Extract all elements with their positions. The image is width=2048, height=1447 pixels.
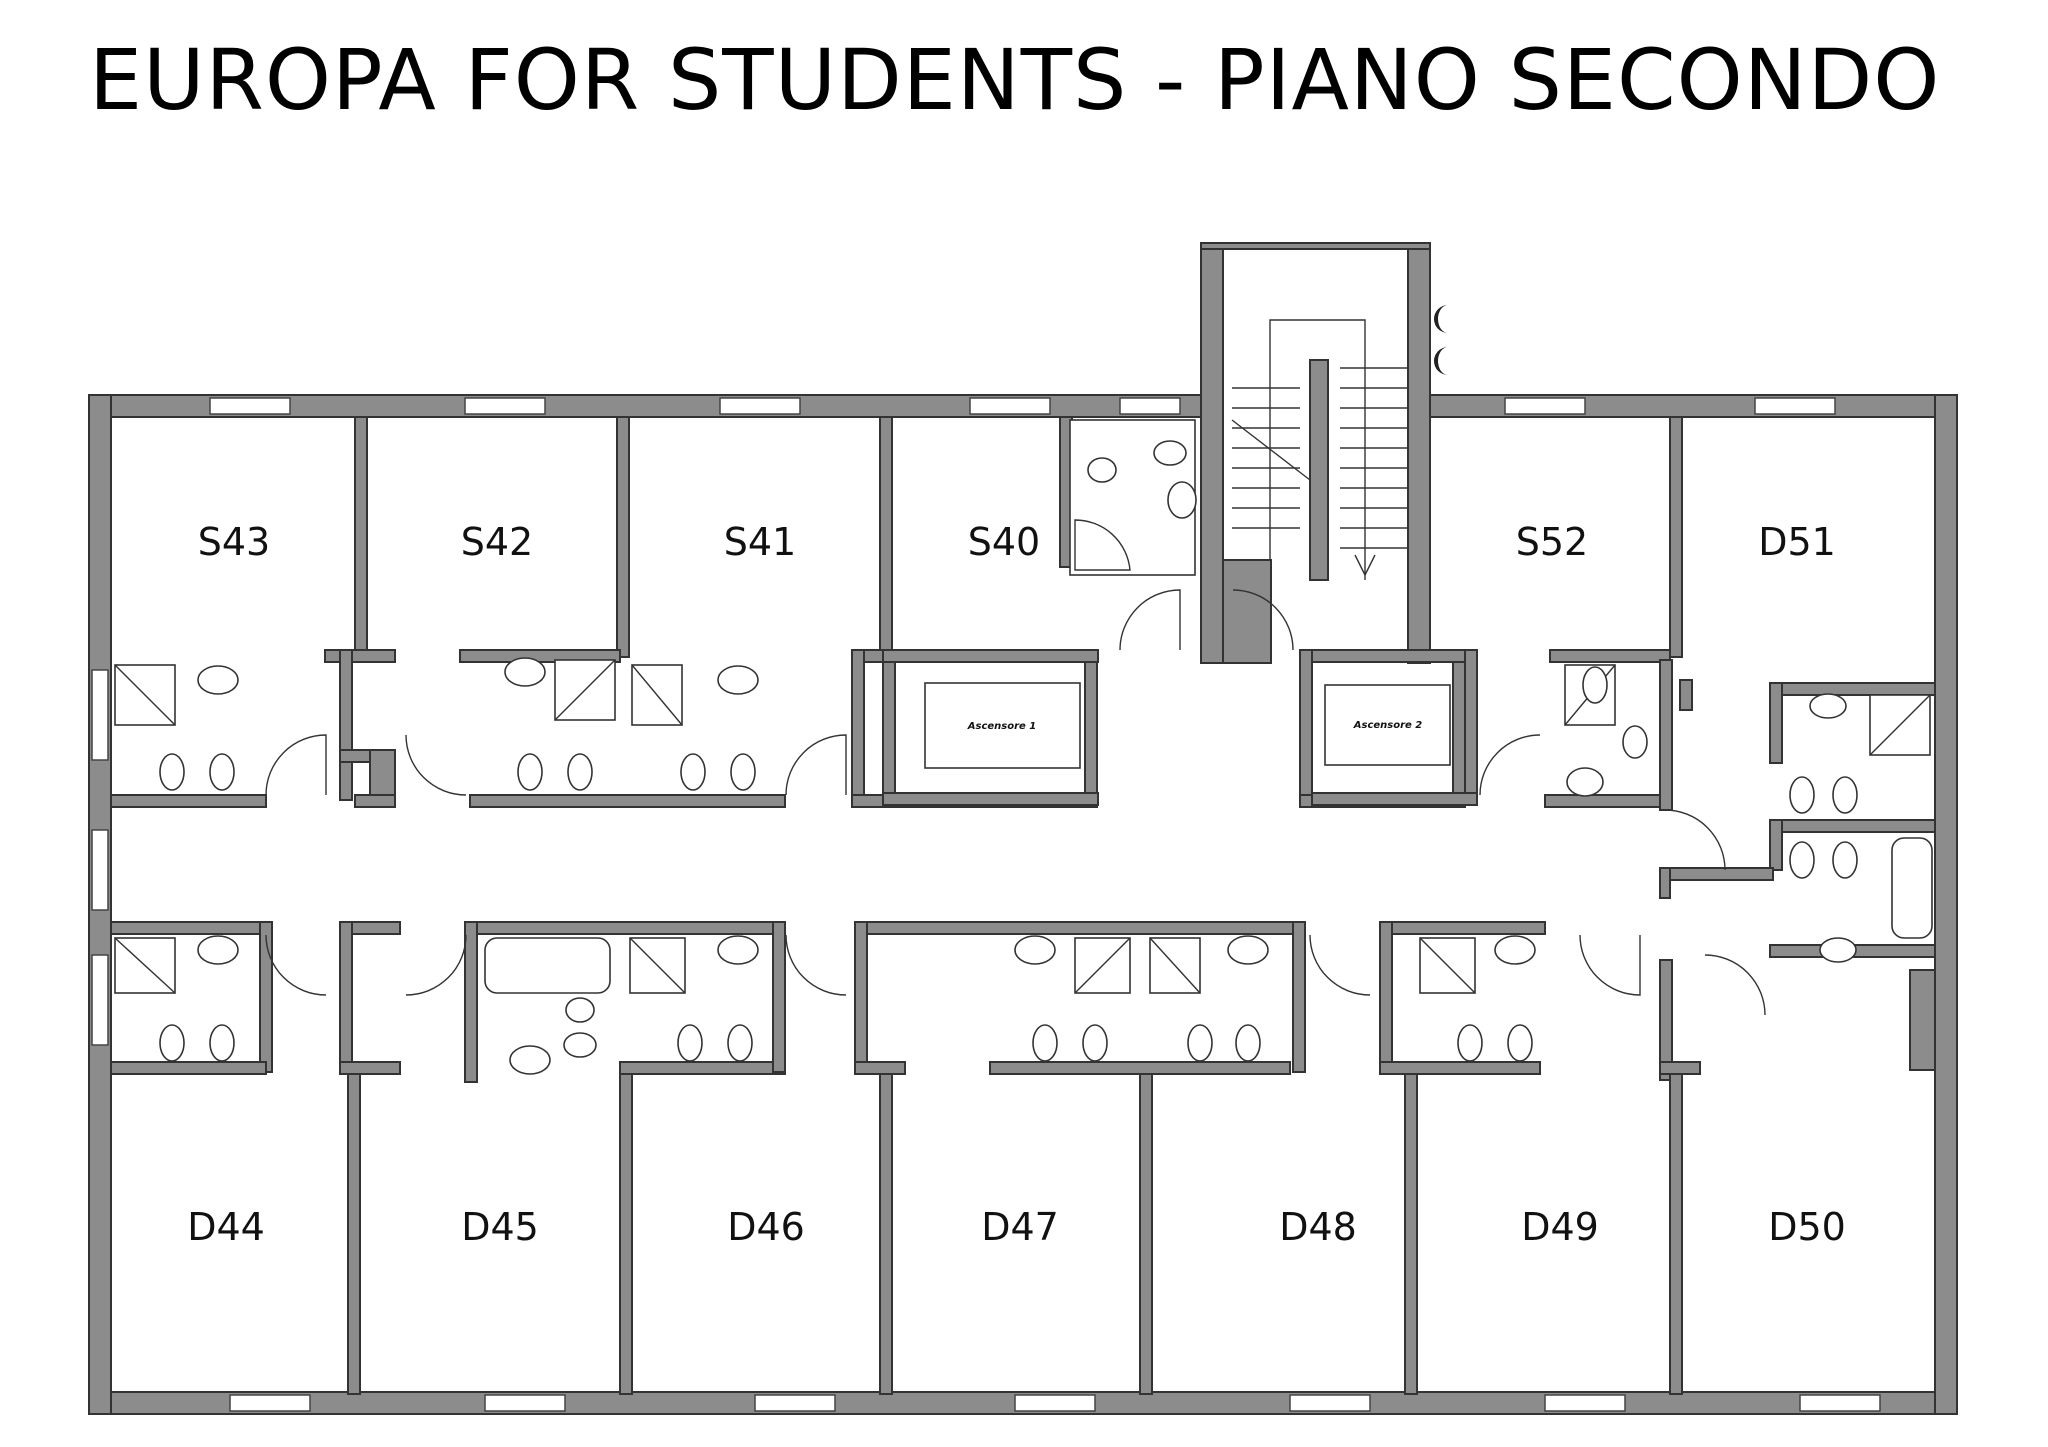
stair-marker-icons — [1434, 305, 1448, 375]
room-d49-label: D49 — [1521, 1205, 1599, 1249]
room-d48-label: D48 — [1279, 1205, 1357, 1249]
staircase — [1231, 319, 1408, 581]
door-swings — [265, 589, 1766, 1016]
plan-title: EUROPA FOR STUDENTS - PIANO SECONDO — [89, 31, 1941, 129]
elevator-shafts — [882, 649, 1478, 806]
room-d51-label: D51 — [1758, 520, 1836, 564]
lower-partitions — [110, 921, 1936, 1395]
room-s42-label: S42 — [461, 520, 533, 564]
room-s41-label: S41 — [724, 520, 796, 564]
room-s40-label: S40 — [968, 520, 1040, 564]
windows — [91, 397, 1881, 1412]
room-d45-label: D45 — [461, 1205, 539, 1249]
room-s43-label: S43 — [198, 520, 270, 564]
bathroom-fixtures — [114, 419, 1933, 1075]
room-labels: S43 S42 S41 S40 S52 D51 D44 D45 D46 D47 … — [187, 520, 1846, 1249]
room-s52-label: S52 — [1516, 520, 1588, 564]
room-d44-label: D44 — [187, 1205, 265, 1249]
room-d46-label: D46 — [727, 1205, 805, 1249]
room-d47-label: D47 — [981, 1205, 1059, 1249]
room-d50-label: D50 — [1768, 1205, 1846, 1249]
elevator-2-label: Ascensore 2 — [1353, 720, 1423, 731]
elevator-1-label: Ascensore 1 — [967, 721, 1037, 732]
